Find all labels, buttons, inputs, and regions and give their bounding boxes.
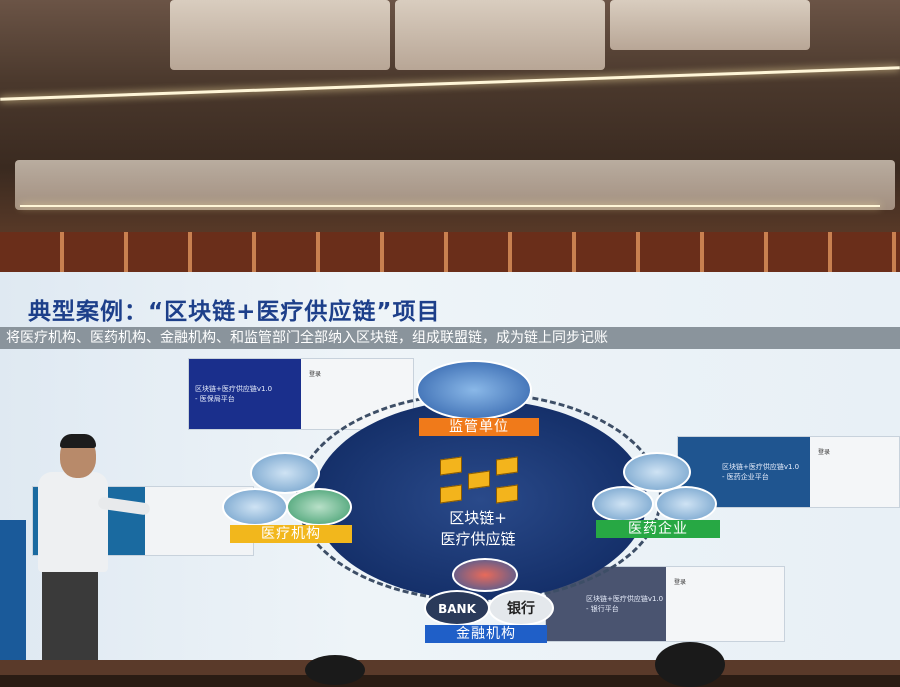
thumb-title: 区块链+医疗供应链v1.0 <box>586 595 664 603</box>
ceiling-light-strip <box>20 205 880 207</box>
stage-banner <box>0 520 26 675</box>
login-label: 登录 <box>818 449 831 456</box>
audience-head <box>655 642 725 687</box>
pharma-image <box>655 486 717 522</box>
node-regulator: 监管单位 <box>419 418 539 436</box>
speaker <box>38 472 108 572</box>
slide-title: 典型案例：“区块链+医疗供应链”项目 <box>28 299 441 325</box>
pharma-image <box>623 452 691 492</box>
login-label: 登录 <box>674 579 687 586</box>
bank-sign-cn-image: 银行 <box>488 590 554 626</box>
bank-image <box>452 558 518 592</box>
audience-head <box>305 655 365 685</box>
thumb-sub: - 医药企业平台 <box>722 473 769 481</box>
thumb-title: 区块链+医疗供应链v1.0 <box>722 463 800 471</box>
auditorium-ceiling <box>0 0 900 280</box>
thumbnail-pharma-platform: 区块链+医疗供应链v1.0 - 医药企业平台 登录 <box>677 436 900 508</box>
speaker-legs <box>42 560 98 675</box>
hospital-image <box>250 452 320 494</box>
slide-subtitle: 将医疗机构、医药机构、金融机构、和监管部门全部纳入区块链，组成联盟链，成为链上同… <box>0 327 900 349</box>
bank-sign-image: BANK <box>424 590 490 626</box>
ceiling-light-strip <box>0 66 900 101</box>
thumb-title: 区块链+医疗供应链v1.0 <box>195 385 273 393</box>
thumb-sub: - 银行平台 <box>586 605 619 613</box>
speaker-hair <box>60 434 96 448</box>
center-label: 区块链+ 医疗供应链 <box>398 508 558 550</box>
hospital-image <box>286 488 352 526</box>
thumb-sub: - 医保局平台 <box>195 395 235 403</box>
ceiling-panel <box>15 160 895 210</box>
ceiling-panel <box>395 0 605 70</box>
regulator-building-image <box>416 360 532 420</box>
node-finance: 金融机构 <box>425 625 547 643</box>
wood-wall <box>0 232 900 272</box>
ceiling-panel <box>610 0 810 50</box>
ceiling-panel <box>170 0 390 70</box>
hospital-image <box>222 488 288 526</box>
node-pharma: 医药企业 <box>596 520 720 538</box>
pharma-image <box>592 486 654 522</box>
center-line-1: 区块链+ <box>449 509 507 527</box>
center-line-2: 医疗供应链 <box>440 530 516 548</box>
node-hospital: 医疗机构 <box>230 525 352 543</box>
blockchain-cubes-icon <box>438 456 522 506</box>
stage-edge <box>0 660 900 675</box>
login-label: 登录 <box>309 371 322 378</box>
